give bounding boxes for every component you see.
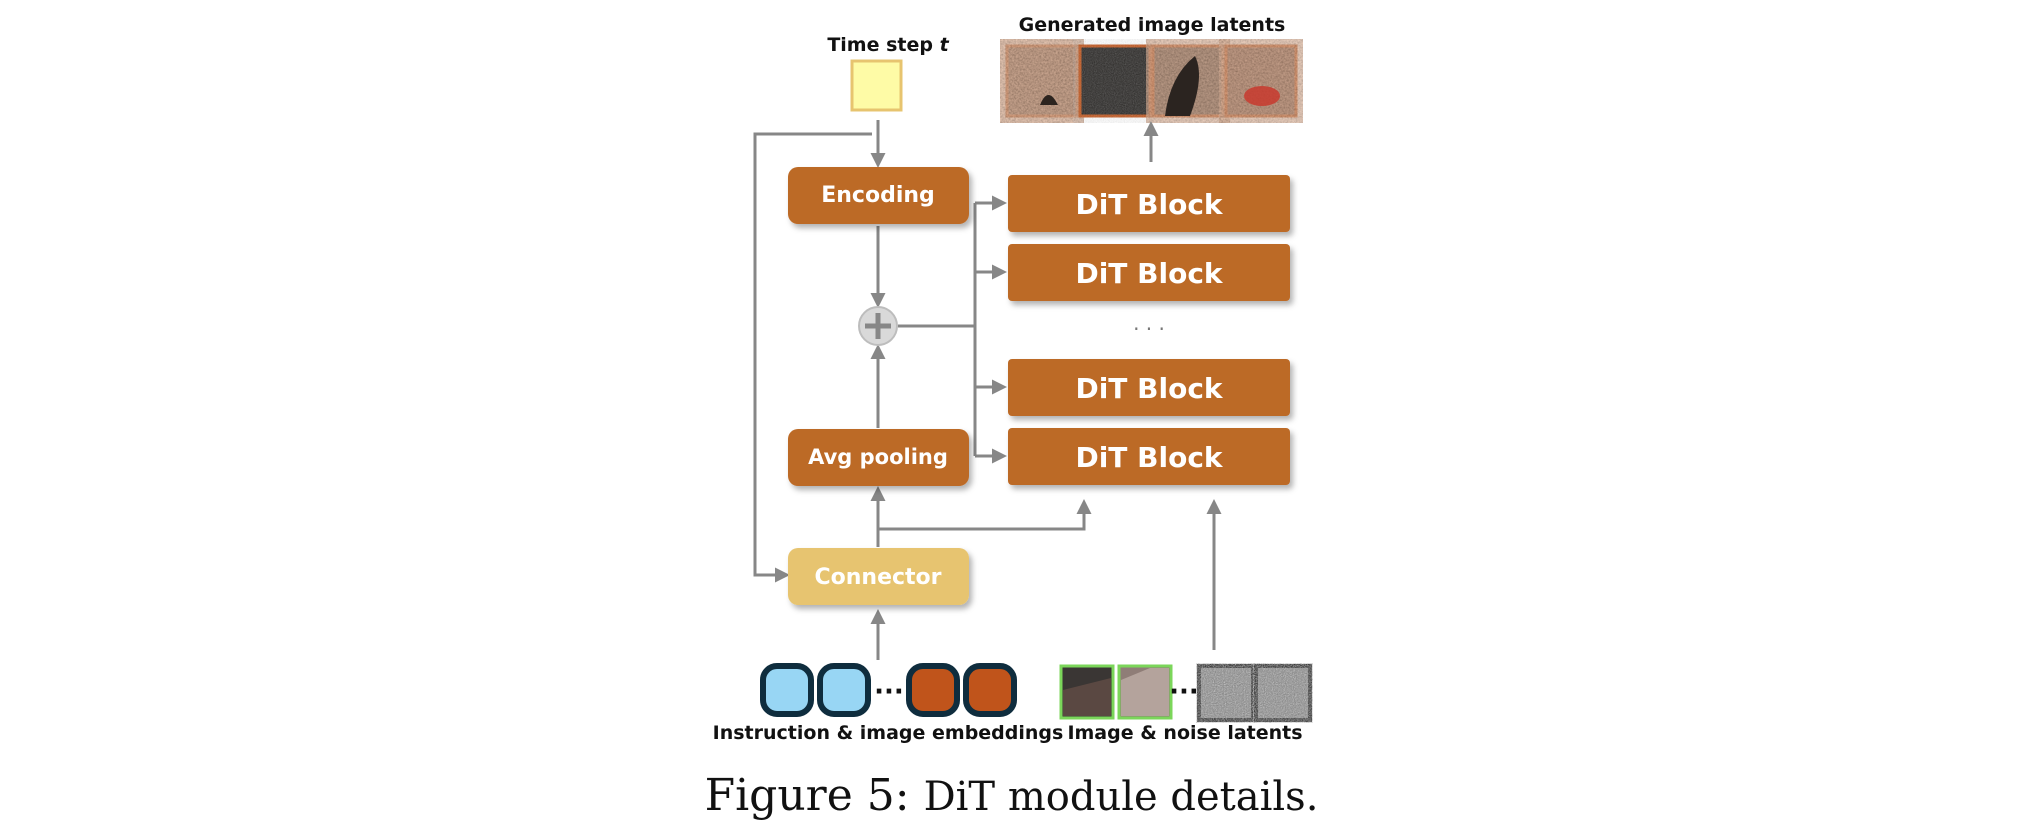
image-noise-latents-label: Image & noise latents [1067,722,1302,744]
svg-text:DiT Block: DiT Block [1075,372,1223,405]
figure-caption: Figure 5: DiT module details. [0,770,2023,821]
connector-lines [753,120,1222,660]
svg-text:DiT Block: DiT Block [1075,441,1223,474]
svg-text:DiT Block: DiT Block [1075,188,1223,221]
caption-text: DiT module details. [923,774,1319,820]
generated-latents [1005,44,1298,118]
embedding-tokens: ··· [760,663,1017,717]
dit-block-4: DiT Block [1008,428,1290,485]
avg-pooling-block: Avg pooling [788,429,969,486]
svg-text:Avg pooling: Avg pooling [808,445,948,469]
svg-text:Encoding: Encoding [821,183,935,208]
timestep-label: Time step t [827,34,949,56]
svg-text:Connector: Connector [814,565,941,590]
timestep-box [850,59,903,112]
dit-block-3: DiT Block [1008,359,1290,416]
generated-latents-label: Generated image latents [1019,14,1286,36]
input-latents: ··· [1059,664,1312,722]
svg-text:···: ··· [874,677,904,707]
encoding-block: Encoding [788,167,969,224]
svg-text:DiT Block: DiT Block [1075,257,1223,290]
figure-number: Figure 5: [704,770,910,821]
instruction-embeddings-label: Instruction & image embeddings [713,722,1064,744]
dit-block-1: DiT Block [1008,175,1290,232]
svg-text:···: ··· [1169,677,1199,707]
dit-ellipsis: · · · [1133,317,1165,341]
dit-block-2: DiT Block [1008,244,1290,301]
connector-block: Connector [788,548,969,605]
sum-node [858,306,898,346]
